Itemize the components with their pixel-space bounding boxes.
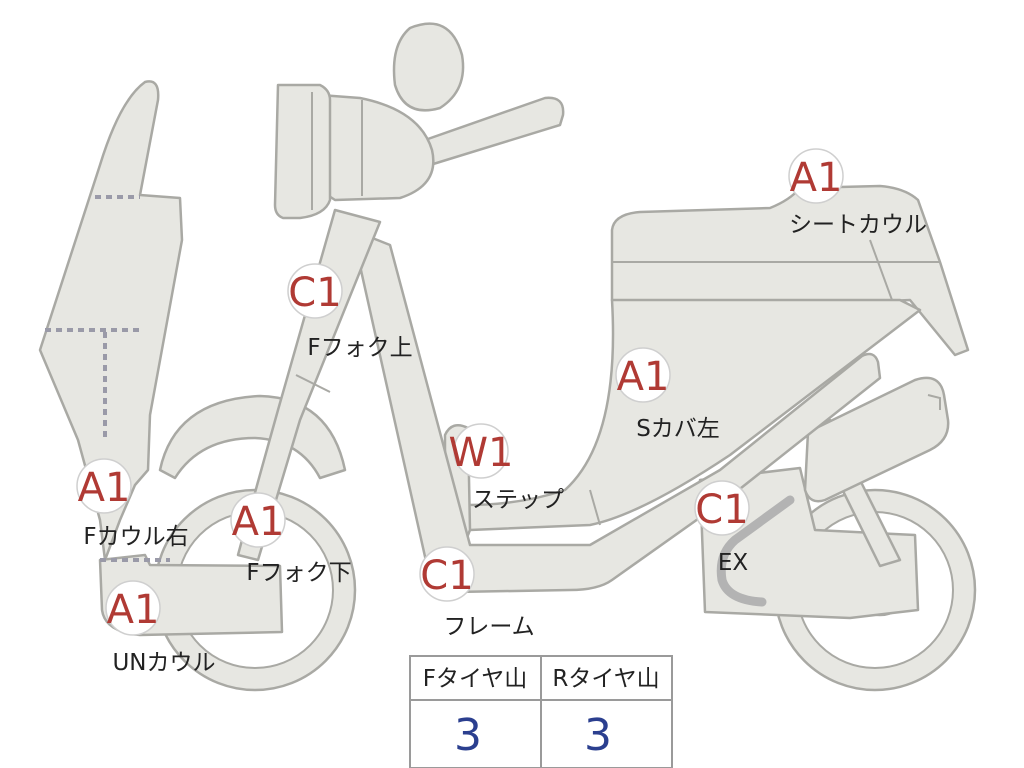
marker-grade: A1 bbox=[790, 155, 843, 201]
table-value-rear-tire: 3 bbox=[584, 710, 612, 761]
marker-f-fork-lower: A1 bbox=[230, 492, 286, 548]
front-cowl bbox=[38, 80, 184, 562]
marker-grade: A1 bbox=[617, 354, 670, 400]
marker-f-fork-upper: C1 bbox=[287, 263, 343, 319]
table-header-front-tire: Fタイヤ山 bbox=[423, 666, 528, 692]
front-fork bbox=[236, 208, 382, 562]
marker-exhaust: C1 bbox=[694, 480, 750, 536]
marker-s-cover-left: A1 bbox=[615, 347, 671, 403]
marker-label-seat-cowl: シートカウル bbox=[789, 212, 927, 238]
marker-grade: C1 bbox=[695, 487, 748, 533]
table-header-rear-tire: Rタイヤ山 bbox=[552, 666, 659, 692]
muffler bbox=[803, 376, 950, 503]
marker-under-cowl: A1 bbox=[105, 580, 161, 636]
marker-step: W1 bbox=[449, 423, 514, 479]
marker-frame: C1 bbox=[419, 546, 475, 602]
marker-grade: W1 bbox=[449, 430, 514, 476]
marker-label-s-cover-left: Sカバ左 bbox=[636, 416, 720, 442]
marker-f-cowl-right: A1 bbox=[76, 458, 132, 514]
marker-label-under-cowl: UNカウル bbox=[112, 650, 215, 676]
marker-grade: C1 bbox=[420, 553, 473, 599]
marker-grade: C1 bbox=[288, 270, 341, 316]
front-fender bbox=[158, 394, 347, 480]
marker-grade: A1 bbox=[78, 465, 131, 511]
marker-label-f-cowl-right: Fカウル右 bbox=[83, 524, 188, 550]
marker-label-frame: フレーム bbox=[443, 614, 534, 640]
marker-label-f-fork-upper: Fフォク上 bbox=[307, 335, 412, 361]
marker-grade: A1 bbox=[107, 587, 160, 633]
tire-tread-table: Fタイヤ山 Rタイヤ山 3 3 bbox=[409, 655, 673, 768]
head-unit bbox=[273, 83, 435, 220]
mirror bbox=[392, 22, 465, 112]
exhaust-pipe bbox=[716, 495, 795, 607]
table-value-front-tire: 3 bbox=[454, 710, 482, 761]
engine-block bbox=[698, 466, 920, 620]
marker-label-exhaust: EX bbox=[718, 550, 749, 576]
marker-seat-cowl: A1 bbox=[788, 148, 844, 204]
handlebar bbox=[423, 96, 565, 167]
marker-grade: A1 bbox=[232, 499, 285, 545]
marker-label-f-fork-lower: Fフォク下 bbox=[246, 560, 351, 586]
marker-label-step: ステップ bbox=[472, 487, 564, 513]
